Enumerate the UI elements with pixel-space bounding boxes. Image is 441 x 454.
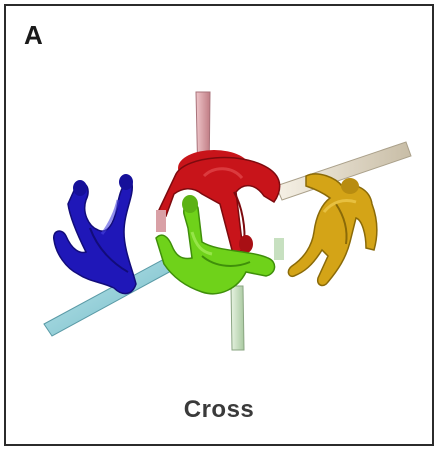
cross-illustration — [6, 6, 436, 448]
red-figure — [156, 150, 284, 260]
green-figure — [156, 195, 275, 294]
figure-panel: A — [4, 4, 434, 446]
rod-bottom — [231, 286, 244, 350]
caption: Cross — [6, 396, 432, 424]
blue-figure — [54, 174, 136, 294]
